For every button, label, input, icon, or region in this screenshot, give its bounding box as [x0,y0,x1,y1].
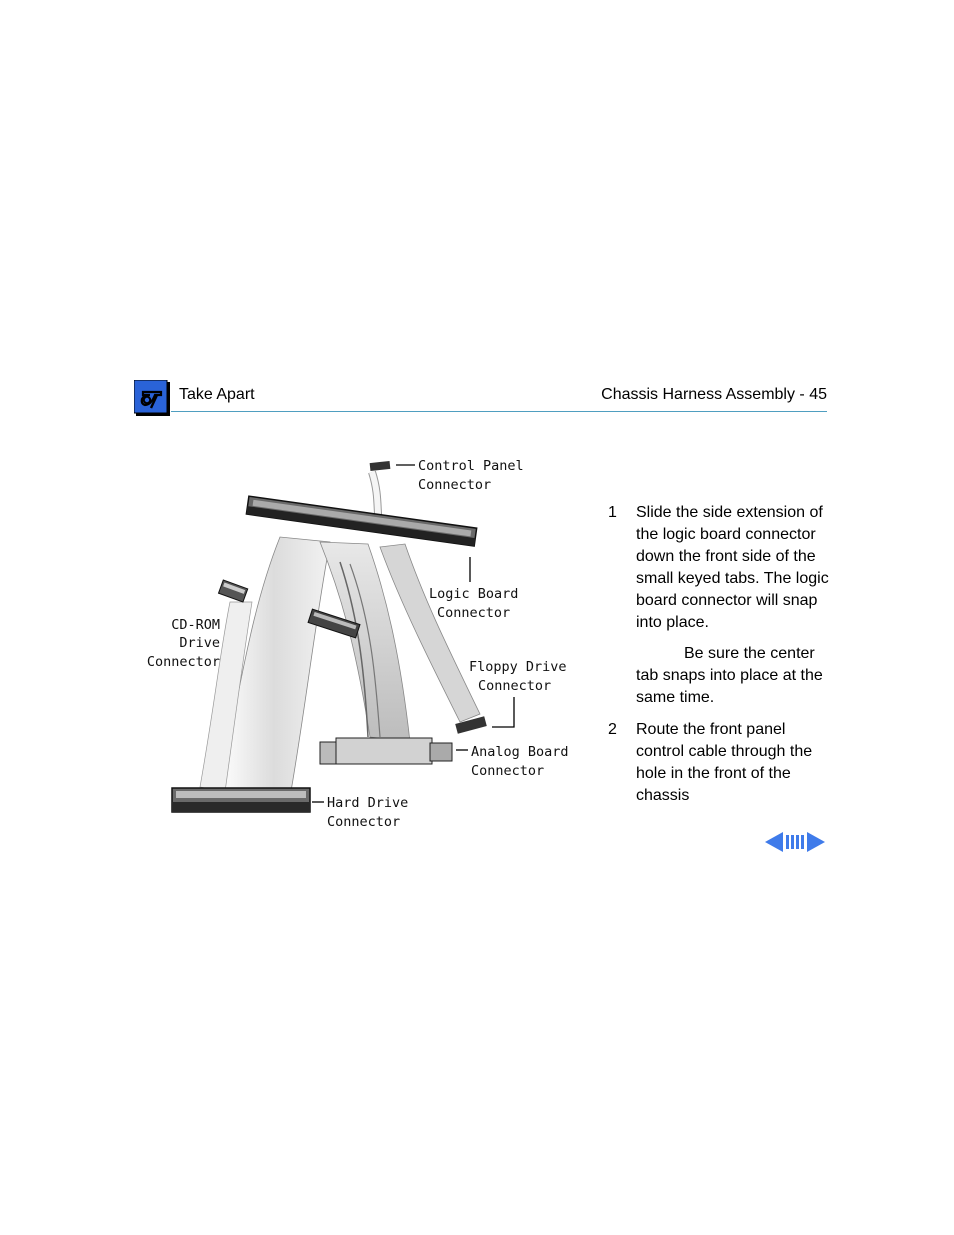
chassis-harness-illustration: Control Panel Connector Logic Board Conn… [147,458,569,830]
header-rule [171,411,827,412]
connectors [171,460,487,813]
label-hard-drive-2: Connector [327,814,400,830]
step-1: 1 Slide the side extension of the logic … [606,502,836,634]
step-text: Route the front panel control cable thro… [636,721,813,804]
label-analog-2: Connector [471,763,544,779]
triangle-left-icon[interactable] [765,832,783,852]
page-title-text: Chassis Harness Assembly [601,386,795,403]
hard-drive-connector [171,787,311,813]
callout-lines [312,464,515,803]
section-title: Take Apart [179,386,255,403]
control-panel-connector [369,460,391,472]
label-cdrom-3: Connector [147,654,220,670]
label-analog-1: Analog Board [471,744,569,760]
index-bars-icon[interactable] [786,835,804,849]
floppy-drive-connector-block [307,608,361,639]
page-title: Chassis Harness Assembly - 45 [601,386,827,404]
note-text: Be sure the center tab snaps into place … [636,645,823,706]
page-navigation [764,830,826,854]
page-header: Take Apart Chassis Harness Assembly - 45 [133,378,827,418]
label-logic-board-2: Connector [437,605,510,621]
label-floppy-1: Floppy Drive [469,659,567,675]
label-control-panel-2: Connector [418,477,491,493]
label-hard-drive-1: Hard Drive [327,795,408,811]
label-control-panel-1: Control Panel [418,458,524,474]
logic-board-connector [245,495,478,547]
label-cdrom-1: CD-ROM [171,617,220,633]
label-logic-board-1: Logic Board [429,586,518,602]
instruction-steps: 1 Slide the side extension of the logic … [606,502,836,807]
label-floppy-2: Connector [478,678,551,694]
analog-board-connector [319,737,453,765]
step-text: Slide the side extension of the logic bo… [636,504,829,631]
step-2: 2 Route the front panel control cable th… [606,719,836,807]
floppy-drive-connector [455,716,487,734]
toolbox-screwdriver-icon [134,380,170,416]
step-number: 1 [608,504,617,521]
ribbon-cables [199,470,481,798]
page-number: 45 [809,386,827,403]
nav-controls [765,832,825,852]
triangle-right-icon[interactable] [807,832,825,852]
callout-labels: Control Panel Connector Logic Board Conn… [147,458,569,830]
note: Be sure the center tab snaps into place … [606,643,836,709]
step-number: 2 [608,721,617,738]
cdrom-drive-connector [217,579,249,603]
title-separator: - [794,386,810,403]
label-cdrom-2: Drive [179,635,220,651]
